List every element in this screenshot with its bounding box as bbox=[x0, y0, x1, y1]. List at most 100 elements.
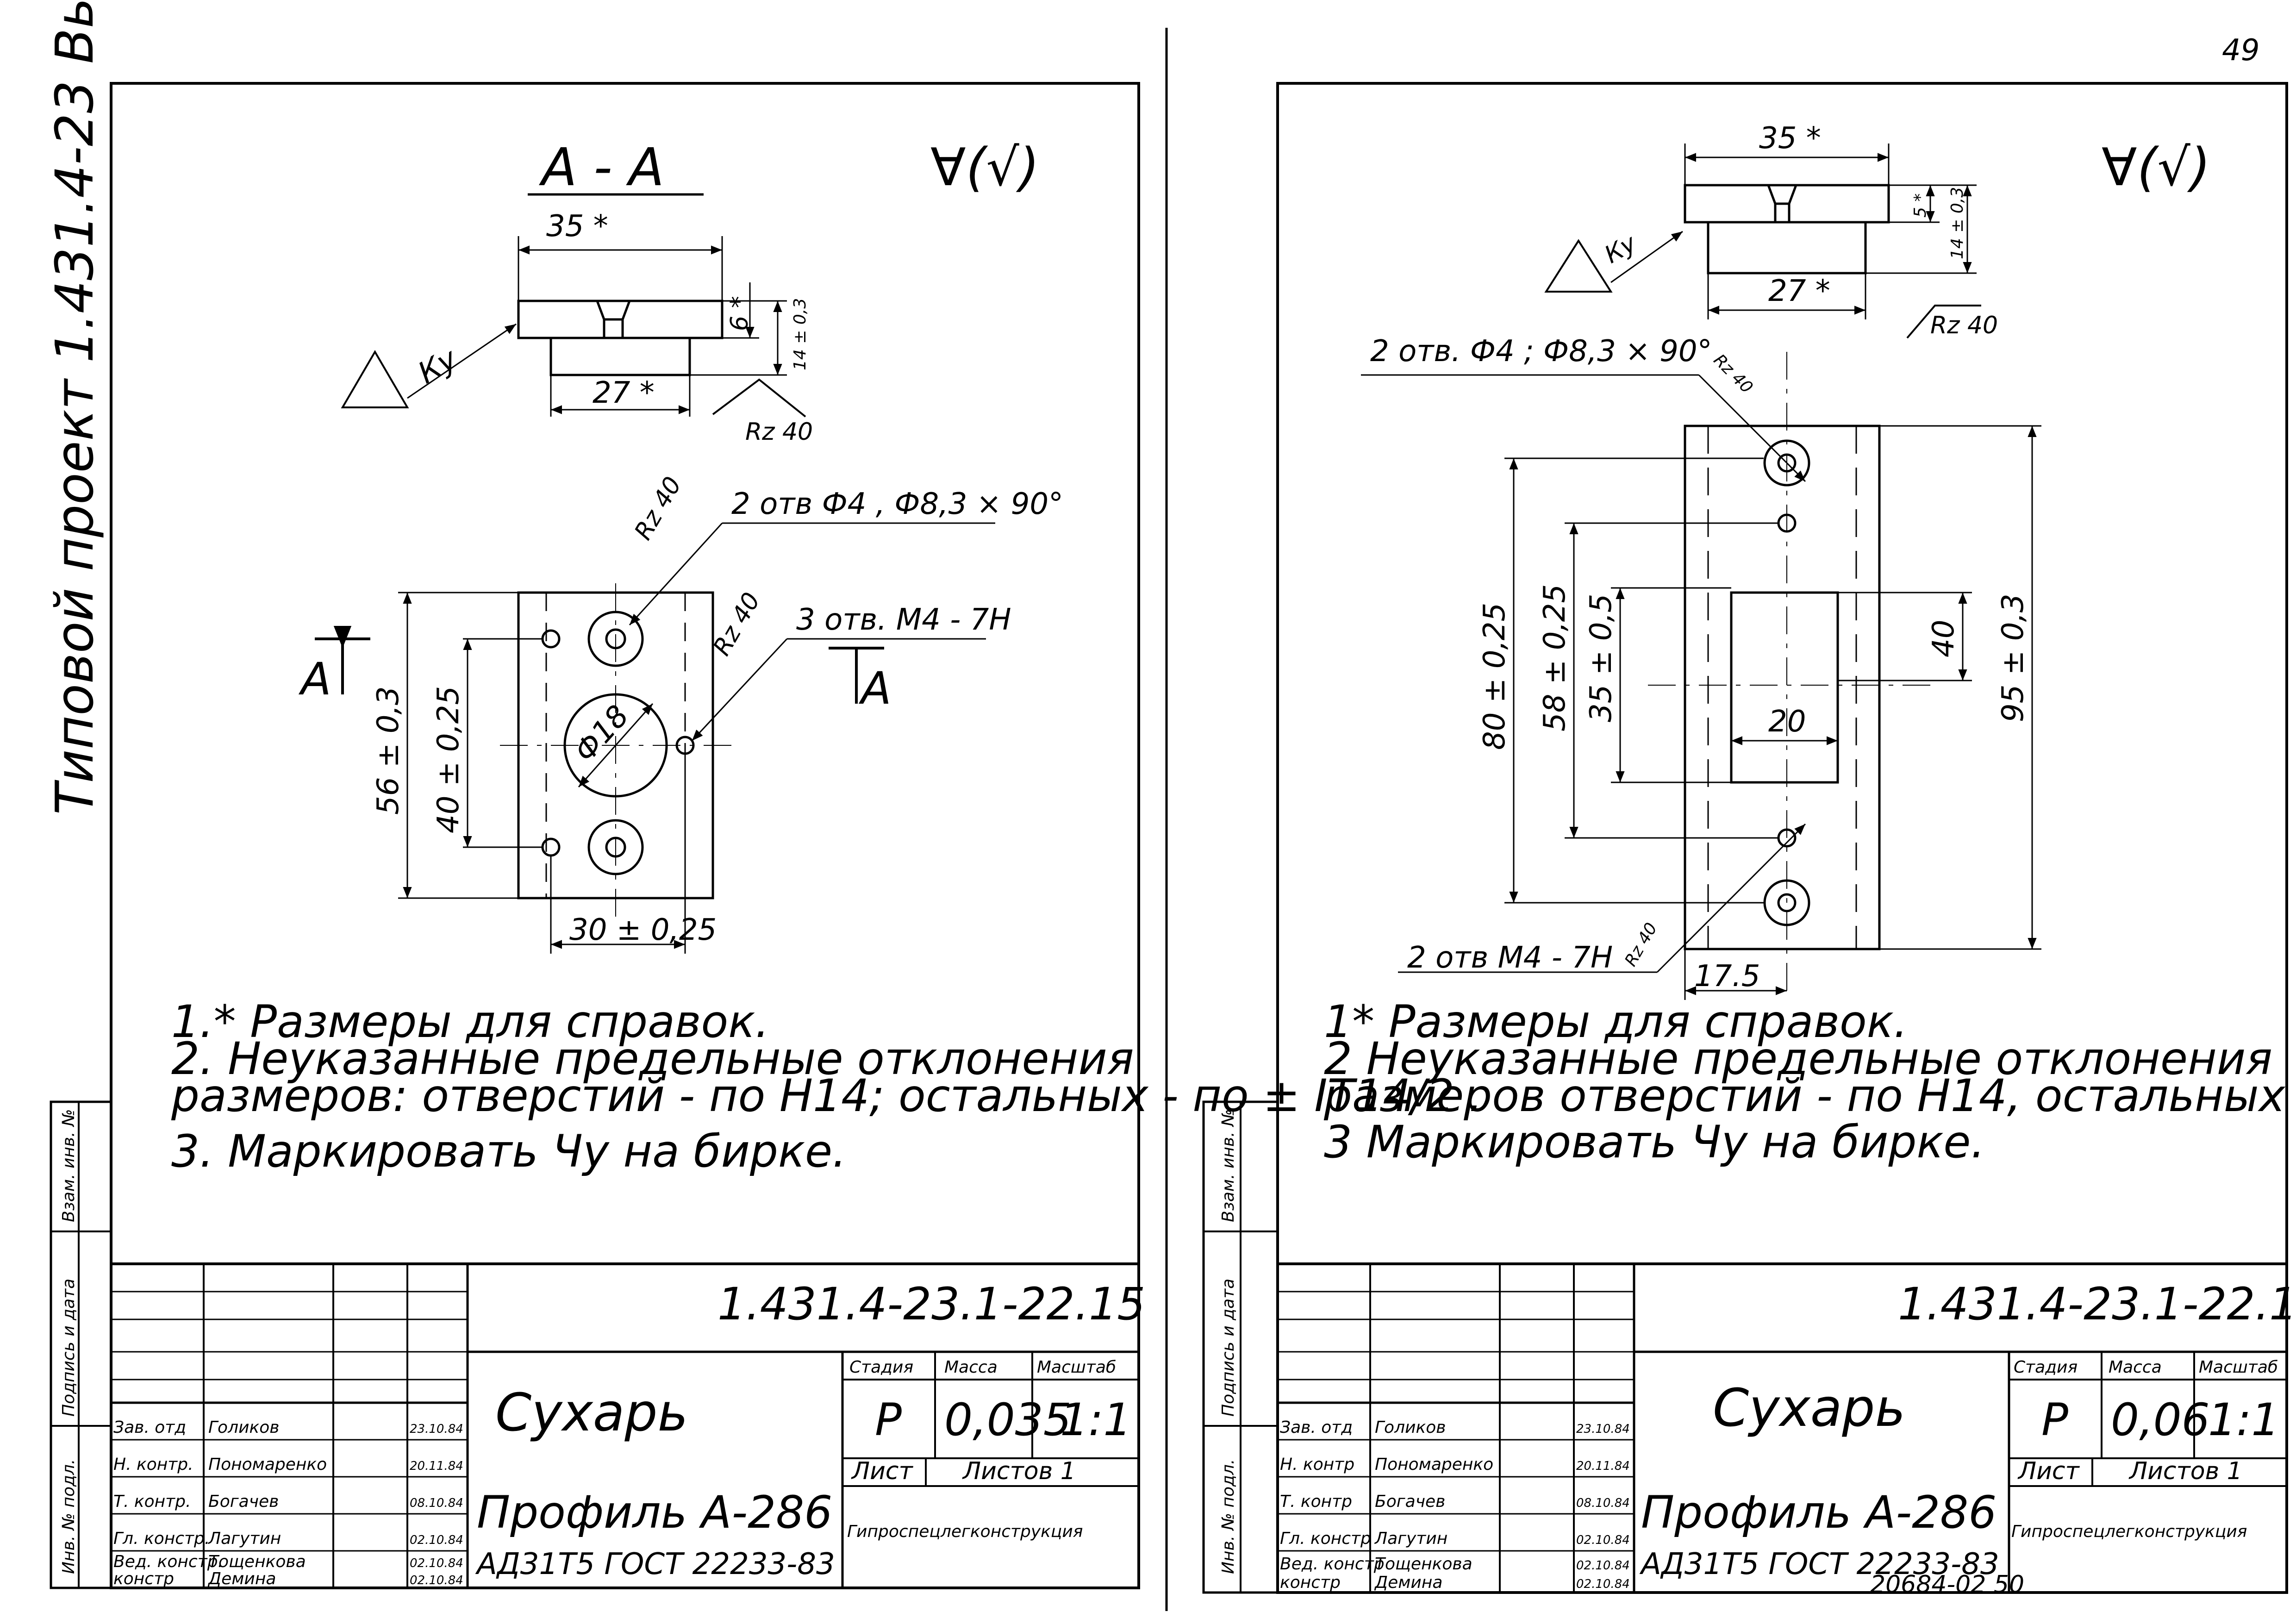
staff-role: Зав. отд bbox=[113, 1418, 186, 1437]
page-number: 49 bbox=[2222, 33, 2259, 68]
staff-role: Вед. констр. bbox=[113, 1552, 223, 1571]
staff-role: Т. контр bbox=[1280, 1492, 1352, 1511]
staff-date: 23.10.84 bbox=[1576, 1422, 1630, 1436]
note-line: 3 Маркировать Чу на бирке. bbox=[1324, 1116, 1985, 1168]
scale-value: 1:1 bbox=[1060, 1394, 1132, 1446]
rz-label: Rz 40 bbox=[745, 418, 813, 446]
material-label: АД31Т5 ГОСТ 22233-83 bbox=[1639, 1547, 1999, 1581]
sheets-label: Листов 1 bbox=[2128, 1457, 2242, 1485]
dim-inner-width: 27 * bbox=[1768, 274, 1830, 308]
profile-label: Профиль А-286 bbox=[477, 1487, 832, 1538]
profile-label: Профиль А-286 bbox=[1641, 1487, 1997, 1538]
dim-thickness-2: 14 ± 0,3 bbox=[1948, 187, 1967, 259]
staff-list: Зав. отд Голиков 23.10.84 Н. контр. Поно… bbox=[113, 1418, 463, 1588]
project-title: Типовой проект 1.431.4-23 Выпуск 1 bbox=[45, 0, 105, 815]
hole-note-1: 2 отв. Ф4 ; Ф8,3 × 90° bbox=[1370, 334, 1712, 369]
dim-40: 40 bbox=[1927, 620, 1961, 657]
staff-list: Зав. отд Голиков 23.10.84 Н. контр Поном… bbox=[1280, 1418, 1630, 1592]
material-label: АД31Т5 ГОСТ 22233-83 bbox=[475, 1547, 835, 1581]
dim-thickness-1: 6 * bbox=[726, 296, 754, 331]
staff-date: 02.10.84 bbox=[1576, 1577, 1630, 1591]
staff-name: Демина bbox=[207, 1569, 276, 1588]
staff-date: 20.11.84 bbox=[1576, 1459, 1630, 1473]
section-mark-right: A bbox=[858, 662, 892, 714]
staff-date: 20.11.84 bbox=[410, 1459, 463, 1473]
stage-label: Стадия bbox=[2014, 1358, 2078, 1377]
rz-label: Rz 40 bbox=[1930, 312, 1998, 339]
stage-label: Стадия bbox=[849, 1358, 913, 1377]
stamp-label: Взам. инв. № bbox=[1219, 1109, 1238, 1222]
dim-width-ref: 35 * bbox=[1759, 121, 1821, 156]
staff-role: Вед. констр bbox=[1280, 1555, 1385, 1574]
hole-note-2: 2 отв M4 - 7H bbox=[1407, 941, 1613, 975]
section-view bbox=[341, 236, 806, 418]
staff-date: 23.10.84 bbox=[410, 1422, 463, 1436]
staff-role: Т. контр. bbox=[113, 1492, 191, 1511]
left-side-stamp: Взам. инв. № Подпись и дата Инв. № подл. bbox=[50, 1100, 112, 1589]
note-line: размеров: отверстий - по H14; остальных … bbox=[171, 1070, 1483, 1122]
scale-label: Масштаб bbox=[2199, 1358, 2278, 1377]
staff-role: констр bbox=[113, 1569, 174, 1588]
dim-height-holes: 40 ± 0,25 bbox=[431, 686, 466, 833]
left-sheet: Взам. инв. № Подпись и дата Инв. № подл.… bbox=[50, 82, 1483, 1589]
drawing-code: 1.431.4-23.1-22.16 bbox=[1898, 1278, 2296, 1330]
stamp-label: Взам. инв. № bbox=[59, 1109, 78, 1222]
part-name: Сухарь bbox=[495, 1383, 688, 1443]
plan-view bbox=[315, 522, 995, 954]
staff-name: Богачев bbox=[1375, 1492, 1445, 1511]
organization: Гипроспецлегконструкция bbox=[2011, 1522, 2247, 1541]
staff-name: Тощенкова bbox=[1375, 1555, 1472, 1574]
dim-inner-width: 27 * bbox=[593, 376, 655, 410]
roughness-symbol: ∀(√) bbox=[930, 137, 1039, 198]
stamp-label: Подпись и дата bbox=[1219, 1279, 1238, 1417]
note-line: 2. Неуказанные предельные отклонения bbox=[171, 1033, 1134, 1085]
staff-role: Н. контр. bbox=[113, 1455, 193, 1474]
staff-role: Н. контр bbox=[1280, 1455, 1354, 1474]
stage-value: P bbox=[875, 1394, 902, 1446]
staff-name: Голиков bbox=[208, 1418, 279, 1437]
staff-name: Богачев bbox=[208, 1492, 279, 1511]
note-line: 3. Маркировать Чу на бирке. bbox=[171, 1125, 847, 1177]
dim-95: 95 ± 0,3 bbox=[1996, 593, 2030, 722]
dim-58: 58 ± 0,25 bbox=[1538, 584, 1572, 731]
mass-label: Масса bbox=[944, 1358, 998, 1377]
section-mark-left: A bbox=[298, 653, 331, 705]
section-view bbox=[1544, 144, 1981, 339]
scale-label: Масштаб bbox=[1037, 1358, 1116, 1377]
staff-role: Зав. отд bbox=[1280, 1418, 1353, 1437]
roughness-symbol: ∀(√) bbox=[2102, 137, 2210, 198]
staff-name: Тощенкова bbox=[208, 1552, 306, 1571]
staff-name: Голиков bbox=[1375, 1418, 1446, 1437]
scale-value: 1:1 bbox=[2208, 1394, 2280, 1446]
stamp-label: Инв. № подл. bbox=[59, 1459, 78, 1574]
left-title-block bbox=[110, 1262, 1140, 1589]
dim-17: 17.5 bbox=[1694, 959, 1760, 993]
staff-date: 08.10.84 bbox=[1576, 1496, 1630, 1510]
stamp-label: Инв. № подл. bbox=[1219, 1459, 1238, 1574]
dim-80: 80 ± 0,25 bbox=[1478, 603, 1512, 750]
note-line: размеров отверстий - по H14, остальных -… bbox=[1323, 1070, 2296, 1122]
dim-width-ref: 35 * bbox=[546, 209, 608, 244]
staff-name: Пономаренко bbox=[208, 1455, 327, 1474]
staff-date: 02.10.84 bbox=[410, 1574, 463, 1587]
dim-35: 35 ± 0,5 bbox=[1584, 593, 1618, 722]
staff-date: 02.10.84 bbox=[1576, 1559, 1630, 1573]
dim-width-holes: 30 ± 0,25 bbox=[569, 913, 717, 947]
staff-role: Гл. констр. bbox=[113, 1529, 210, 1548]
hole-note-2: 3 отв. M4 - 7H bbox=[796, 603, 1011, 637]
staff-role: Гл. констр bbox=[1280, 1529, 1371, 1548]
mass-value: 0,06 bbox=[2111, 1394, 2210, 1446]
part-name: Сухарь bbox=[1713, 1378, 1906, 1438]
dim-height-total: 56 ± 0,3 bbox=[371, 686, 406, 815]
note-line: 2 Неуказанные предельные отклонения bbox=[1324, 1033, 2272, 1085]
section-title: A - A bbox=[539, 137, 664, 198]
staff-name: Пономаренко bbox=[1375, 1455, 1493, 1474]
stamp-label: Подпись и дата bbox=[59, 1279, 78, 1417]
staff-name: Лагутин bbox=[207, 1529, 281, 1548]
sheet-label: Лист bbox=[851, 1457, 913, 1485]
dim-thickness-2: 14 ± 0,3 bbox=[791, 298, 810, 370]
stage-value: P bbox=[2041, 1394, 2068, 1446]
note-line: 1* Размеры для справок. bbox=[1324, 996, 1908, 1048]
staff-date: 02.10.84 bbox=[410, 1533, 463, 1547]
